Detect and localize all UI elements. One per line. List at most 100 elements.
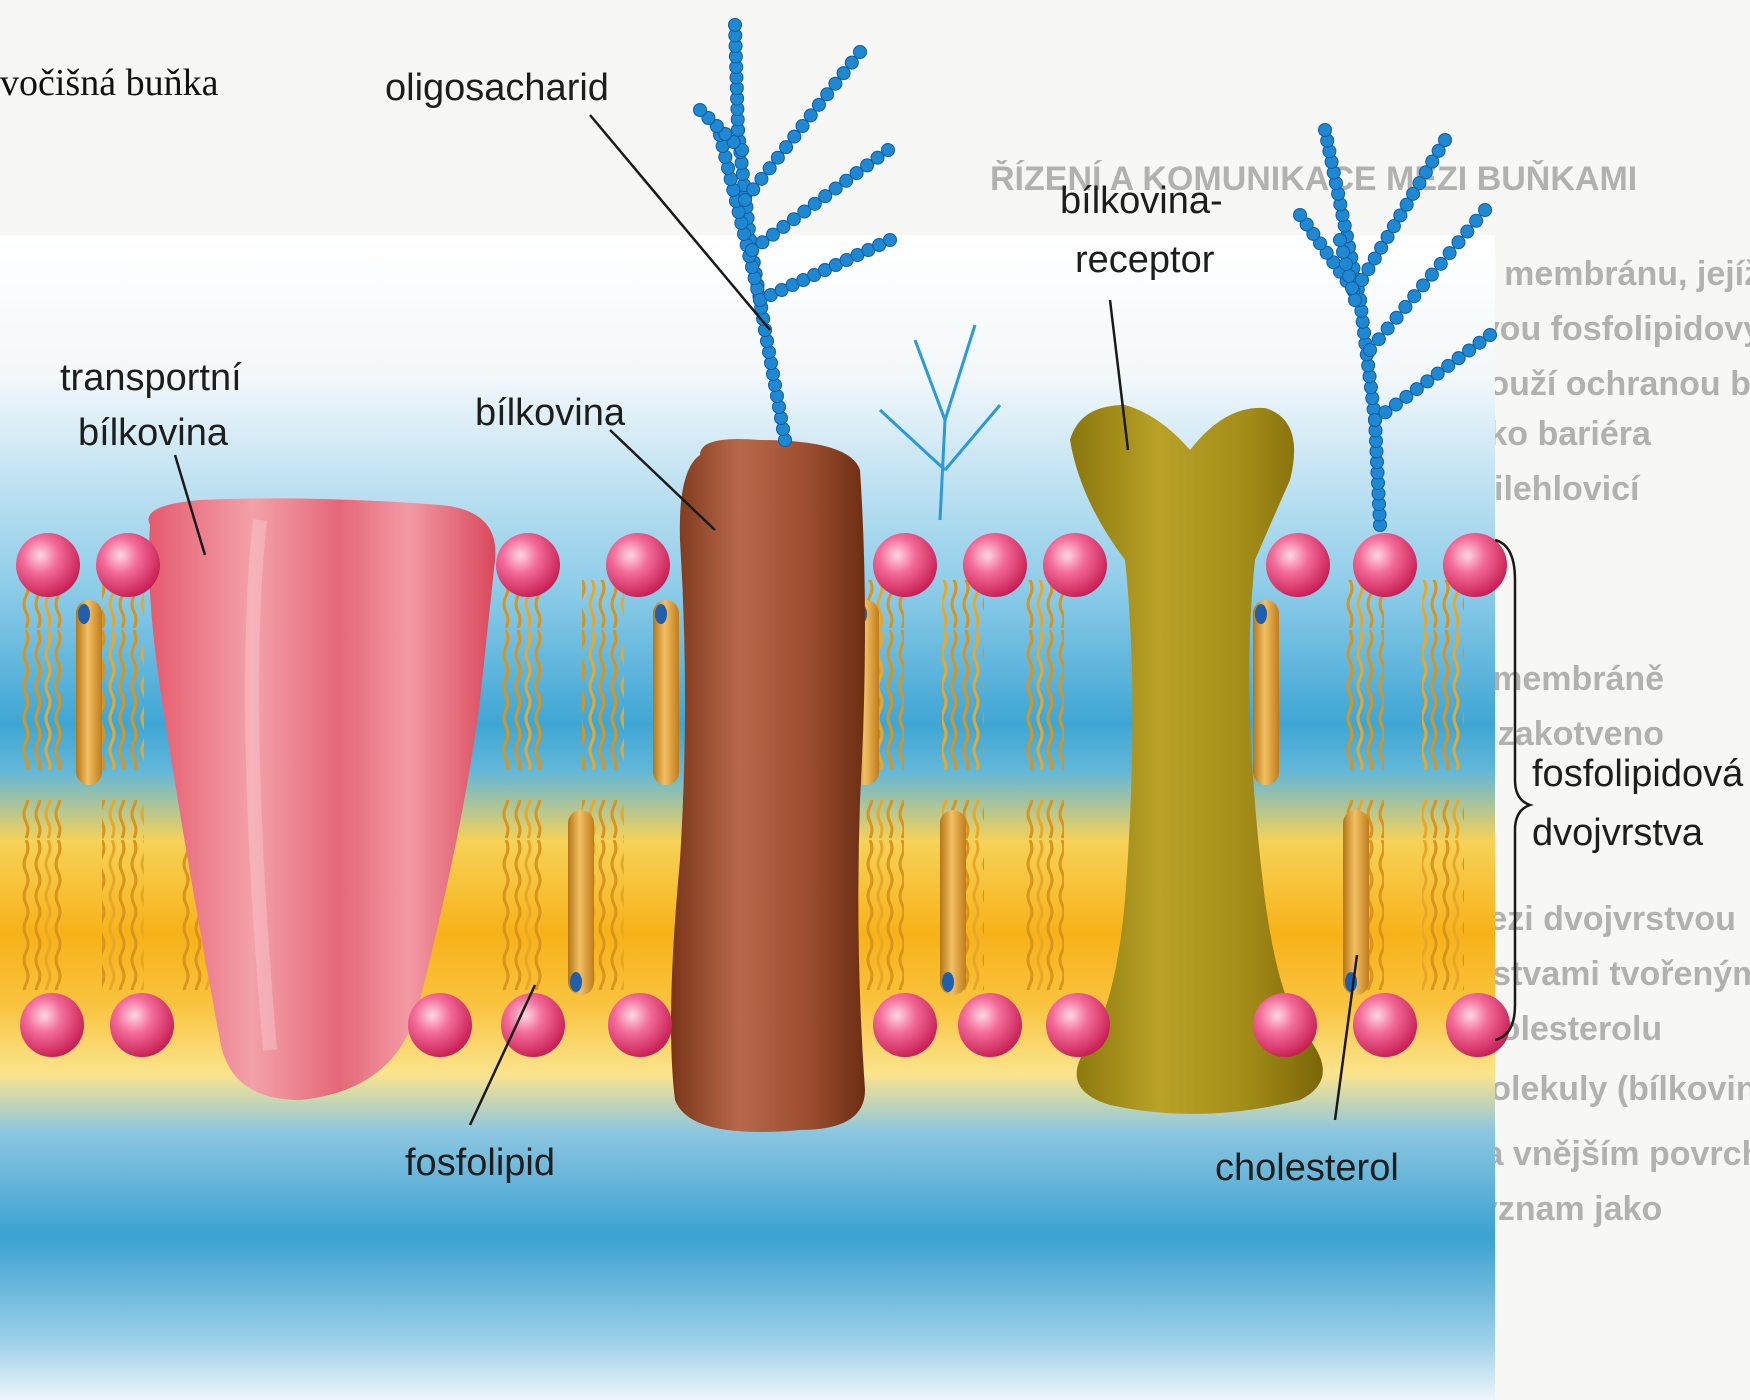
sugar-bead bbox=[1390, 311, 1403, 324]
background-text-line: molekuly (bílkoviny) bbox=[1460, 1070, 1750, 1108]
sugar-bead bbox=[729, 19, 742, 32]
phospholipid-head bbox=[1353, 993, 1417, 1057]
phospholipid-head bbox=[1043, 533, 1107, 597]
phospholipid-head bbox=[501, 993, 565, 1057]
protein bbox=[671, 439, 865, 1132]
sugar-bead bbox=[747, 183, 760, 196]
sugar-bead bbox=[1349, 294, 1362, 307]
cholesterol-rod bbox=[940, 810, 966, 995]
cholesterol-rod bbox=[653, 600, 679, 785]
phospholipid-head bbox=[958, 993, 1022, 1057]
sugar-bead bbox=[1399, 300, 1412, 313]
sugar-bead bbox=[1452, 236, 1465, 249]
lipid-tail-pair-lower bbox=[502, 800, 544, 990]
sugar-bead bbox=[882, 144, 895, 157]
cholesterol-hydroxyl bbox=[942, 972, 954, 992]
phospholipid-head bbox=[873, 993, 937, 1057]
sugar-bead bbox=[829, 77, 842, 90]
sugar-bead bbox=[1346, 282, 1359, 295]
lipid-tail-pair-upper bbox=[1342, 580, 1384, 770]
sugar-bead bbox=[694, 104, 707, 117]
background-text-line: Mezi dvojvrstvou bbox=[1460, 900, 1736, 938]
background-text-line: Na vnějším povrchu bbox=[1460, 1135, 1750, 1173]
sugar-bead bbox=[788, 130, 801, 143]
sugar-bead bbox=[780, 141, 793, 154]
lipid-tail-pair-upper bbox=[102, 580, 144, 770]
sugar-bead bbox=[837, 67, 850, 80]
lipid-tail-pair-lower bbox=[102, 800, 144, 990]
phospholipid-head bbox=[408, 993, 472, 1057]
sugar-bead bbox=[763, 162, 776, 175]
sugar-bead bbox=[1434, 257, 1447, 270]
background-text-line: dvou fosfolipidových vrstev, které se bbox=[1460, 310, 1750, 348]
phospholipid-head bbox=[110, 993, 174, 1057]
sugar-bead bbox=[884, 234, 897, 247]
sugar-bead bbox=[1484, 329, 1497, 342]
label-receptor-line2: receptor bbox=[1075, 239, 1215, 281]
background-text-line: vrstvami tvořenými bbox=[1460, 955, 1750, 993]
sugar-bead bbox=[1381, 322, 1394, 335]
sugar-bead bbox=[771, 151, 784, 164]
label-cholesterol: cholesterol bbox=[1215, 1147, 1399, 1189]
sugar-bead bbox=[1425, 268, 1438, 281]
sugar-bead bbox=[1294, 209, 1307, 222]
phospholipid-head bbox=[1266, 533, 1330, 597]
cholesterol-rod bbox=[1253, 600, 1279, 785]
cholesterol-hydroxyl bbox=[78, 604, 90, 624]
sugar-bead bbox=[1337, 246, 1350, 259]
phospholipid-head bbox=[1446, 993, 1510, 1057]
sugar-bead bbox=[1461, 225, 1474, 238]
phospholipid-head bbox=[608, 993, 672, 1057]
sugar-bead bbox=[796, 120, 809, 133]
label-transport-line1: transportní bbox=[60, 357, 242, 399]
sugar-bead bbox=[1319, 124, 1332, 137]
sugar-bead bbox=[1340, 258, 1353, 271]
phospholipid-head bbox=[1046, 993, 1110, 1057]
lipid-tail-pair-upper bbox=[582, 580, 624, 770]
phospholipid-head bbox=[963, 533, 1027, 597]
label-phospholipid: fosfolipid bbox=[405, 1142, 555, 1184]
sugar-bead bbox=[1479, 204, 1492, 217]
phospholipid-head bbox=[1443, 533, 1507, 597]
cholesterol-hydroxyl bbox=[570, 972, 582, 992]
sugar-bead bbox=[1443, 247, 1456, 260]
cholesterol-hydroxyl bbox=[1255, 604, 1267, 624]
label-oligosaccharide: oligosacharid bbox=[385, 67, 609, 109]
label-bilayer-line2: dvojvrstva bbox=[1532, 812, 1704, 854]
sugar-bead bbox=[1439, 134, 1452, 147]
sugar-bead bbox=[812, 98, 825, 111]
title-fragment: vočišná buňka bbox=[0, 62, 219, 104]
background-text-line: slouží ochranou buňky bbox=[1460, 365, 1750, 403]
sugar-bead bbox=[1470, 214, 1483, 227]
phospholipid-head bbox=[606, 533, 670, 597]
lipid-tail-pair-lower bbox=[22, 800, 64, 990]
sugar-bead bbox=[1343, 270, 1356, 283]
phospholipid-head bbox=[96, 533, 160, 597]
sugar-bead bbox=[1334, 234, 1347, 247]
phospholipid-head bbox=[1353, 533, 1417, 597]
phospholipid-head bbox=[873, 533, 937, 597]
sugar-bead bbox=[854, 46, 867, 59]
sugar-bead bbox=[821, 88, 834, 101]
sugar-bead bbox=[1408, 290, 1421, 303]
sugar-bead bbox=[1372, 333, 1385, 346]
sugar-bead bbox=[739, 194, 752, 207]
lipid-tail-pair-lower bbox=[1022, 800, 1064, 990]
lipid-tail-pair-upper bbox=[942, 580, 984, 770]
lipid-tail-pair-upper bbox=[502, 580, 544, 770]
phospholipid-head bbox=[496, 533, 560, 597]
label-receptor-line1: bílkovina- bbox=[1060, 180, 1223, 222]
cholesterol-rod bbox=[76, 600, 102, 785]
lipid-tail-pair-upper bbox=[1422, 580, 1464, 770]
label-bilayer-line1: fosfolipidová bbox=[1532, 753, 1744, 795]
lipid-tail-pair-upper bbox=[1022, 580, 1064, 770]
sugar-bead bbox=[845, 56, 858, 69]
label-protein: bílkovina bbox=[475, 392, 626, 434]
cholesterol-hydroxyl bbox=[655, 604, 667, 624]
sugar-bead bbox=[755, 172, 768, 185]
sugar-bead bbox=[1417, 279, 1430, 292]
label-transport-line2: bílkovina bbox=[78, 412, 229, 454]
phospholipid-head bbox=[1253, 993, 1317, 1057]
lipid-tail-pair-lower bbox=[862, 800, 904, 990]
